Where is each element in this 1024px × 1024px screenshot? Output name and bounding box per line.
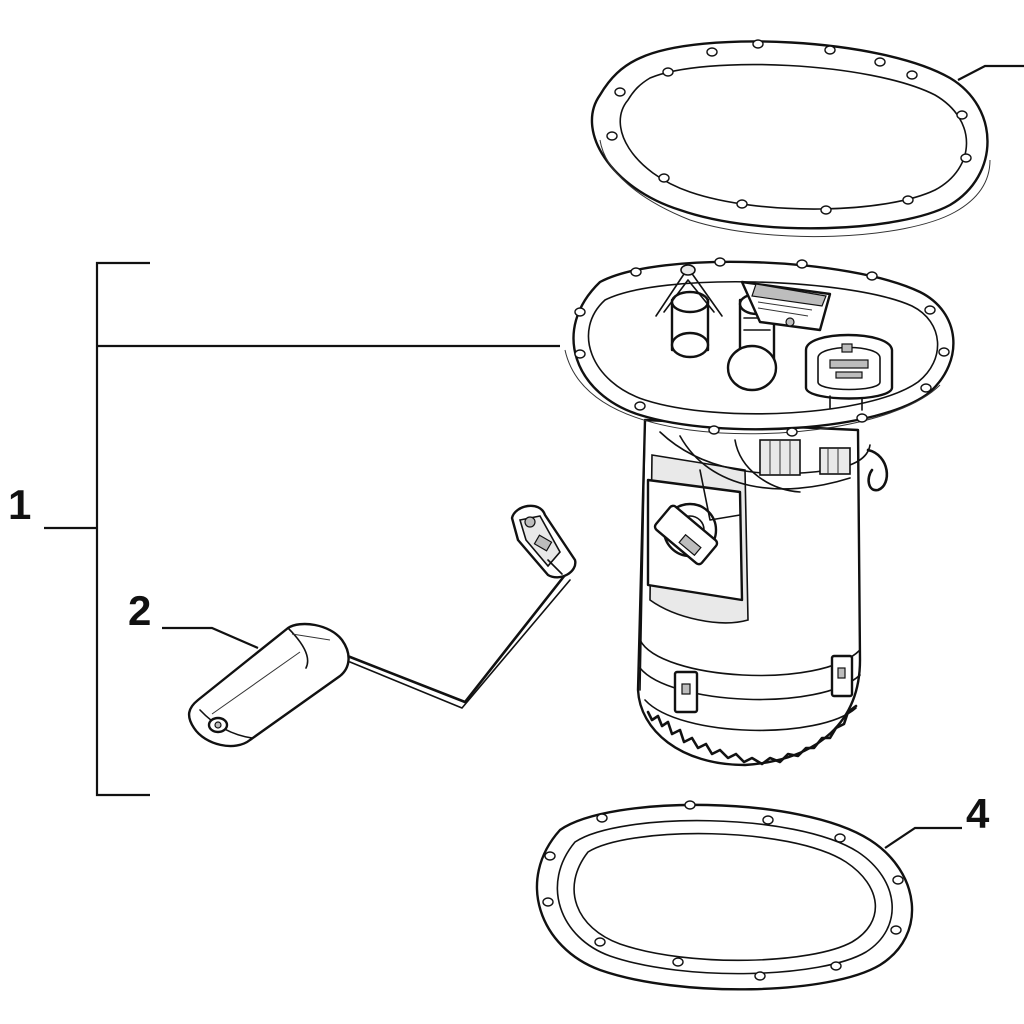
callout-1-label: 1 (8, 481, 32, 528)
top-plate-leader-line (957, 64, 1024, 81)
assembly-bracket (44, 261, 560, 797)
callout-2-label: 2 (128, 587, 152, 634)
fuel-pump-module (564, 257, 955, 767)
callout-2-leader-line (162, 626, 259, 650)
top-plate-bolt-holes (606, 39, 972, 215)
fuel-level-sensor (187, 504, 577, 748)
gasket-bolt-holes (542, 800, 904, 981)
top-seal-plate (590, 39, 991, 238)
flange-bolt-holes (574, 257, 950, 437)
bottom-seal-gasket (535, 800, 914, 991)
callout-4-label: 4 (966, 790, 990, 837)
callout-4-leader-line (884, 826, 962, 849)
